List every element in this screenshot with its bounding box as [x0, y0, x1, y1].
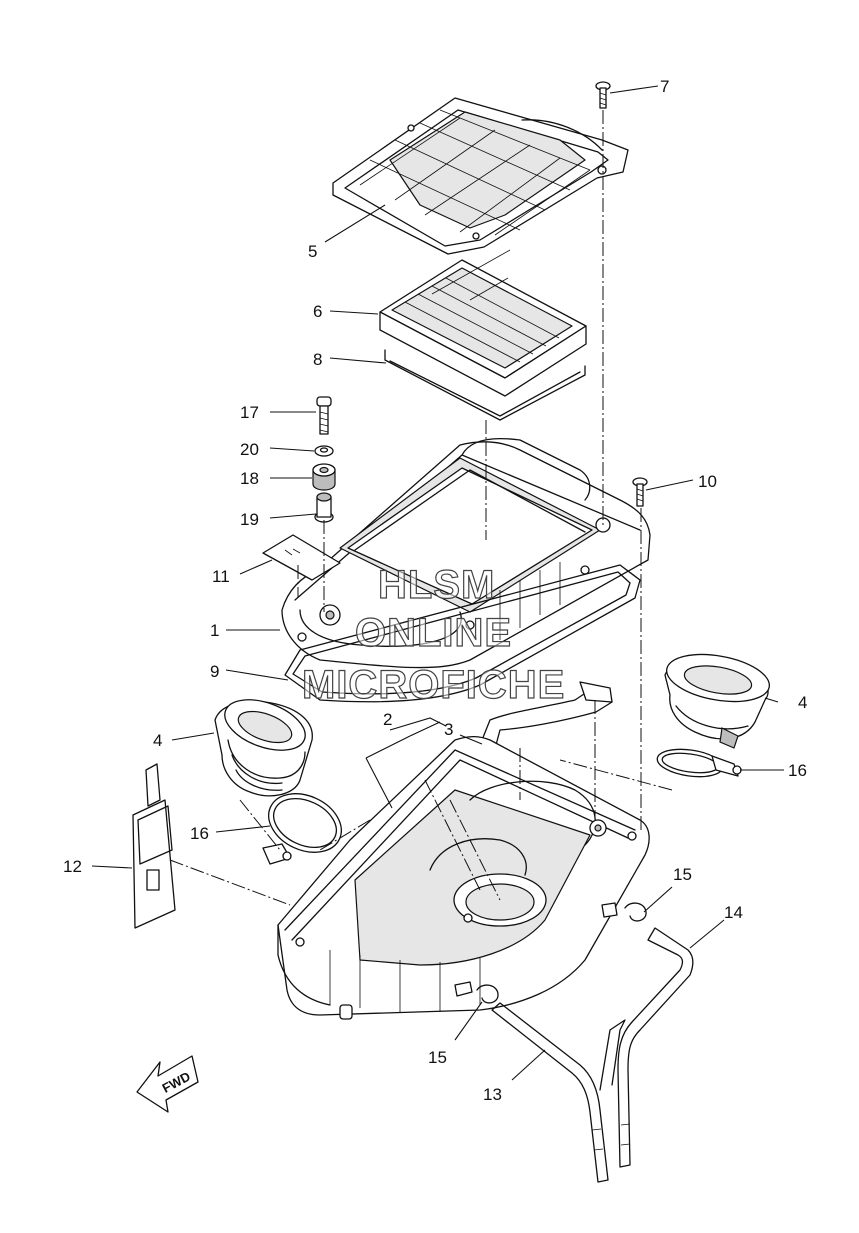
watermark-line-3: MICROFICHE: [302, 663, 565, 707]
part-15-upper-clip: [624, 902, 647, 922]
callout-15-upper: 15: [673, 865, 692, 884]
callout-12: 12: [63, 857, 82, 876]
part-19-collar: [314, 492, 334, 523]
part-11-label: [262, 534, 341, 581]
callout-4-right: 4: [798, 693, 807, 712]
part-13-hose: [491, 1002, 626, 1183]
callout-16-left: 16: [190, 824, 209, 843]
part-8-gasket: [384, 349, 586, 421]
callout-14: 14: [724, 903, 743, 922]
part-4-right-joint: [664, 653, 771, 749]
callout-11: 11: [212, 567, 230, 586]
callout-10: 7: [660, 77, 669, 96]
fwd-arrow: FWD: [136, 1055, 199, 1113]
part-3-hose: [477, 681, 613, 761]
callout-6: 10: [698, 472, 717, 491]
part-16-right-clamp: [656, 748, 742, 778]
assembly-lines: [169, 110, 673, 906]
callout-16-right: 16: [788, 761, 807, 780]
callout-18: 18: [240, 469, 259, 488]
callout-7: 6: [313, 302, 322, 321]
part-12-label: [132, 763, 176, 929]
part-17-bolt: [316, 396, 332, 435]
part-16-left-clamp: [262, 793, 342, 865]
callout-3: 3: [444, 720, 453, 739]
callout-1: 1: [210, 621, 219, 640]
part-10-screw: [595, 81, 611, 109]
callout-labels: 7 5 6 8 17 20 18 19 10 11 1 9 4 2 3 4 16…: [63, 77, 807, 1104]
callout-5: 9: [210, 662, 219, 681]
callout-20: 20: [240, 440, 259, 459]
callout-15-lower: 15: [428, 1048, 447, 1067]
part-9-cover: [332, 97, 629, 255]
part-6-screw: [632, 477, 648, 507]
callout-19: 19: [240, 510, 259, 529]
part-4-left-joint: [214, 699, 313, 797]
watermark-line-2: ONLINE: [355, 611, 512, 655]
watermark: HLSM ONLINE MICROFICHE: [301, 562, 565, 707]
callout-13: 13: [483, 1085, 502, 1104]
part-15-lower-clip: [476, 984, 499, 1004]
part-2-case: [277, 735, 650, 1020]
part-7-filter-element: [379, 249, 587, 397]
callout-17: 17: [240, 403, 259, 422]
leader-lines: [91, 85, 784, 1081]
callout-2: 2: [383, 710, 392, 729]
part-14-hose: [617, 927, 694, 1168]
callout-9: 5: [308, 242, 317, 261]
part-5-seal: [284, 564, 641, 703]
part-20-washer: [314, 445, 334, 457]
callout-8: 8: [313, 350, 322, 369]
watermark-line-1: HLSM: [378, 563, 495, 607]
part-18-grommet: [312, 463, 336, 491]
callout-4-left: 4: [153, 731, 162, 750]
part-1-case-cap: [281, 437, 651, 669]
